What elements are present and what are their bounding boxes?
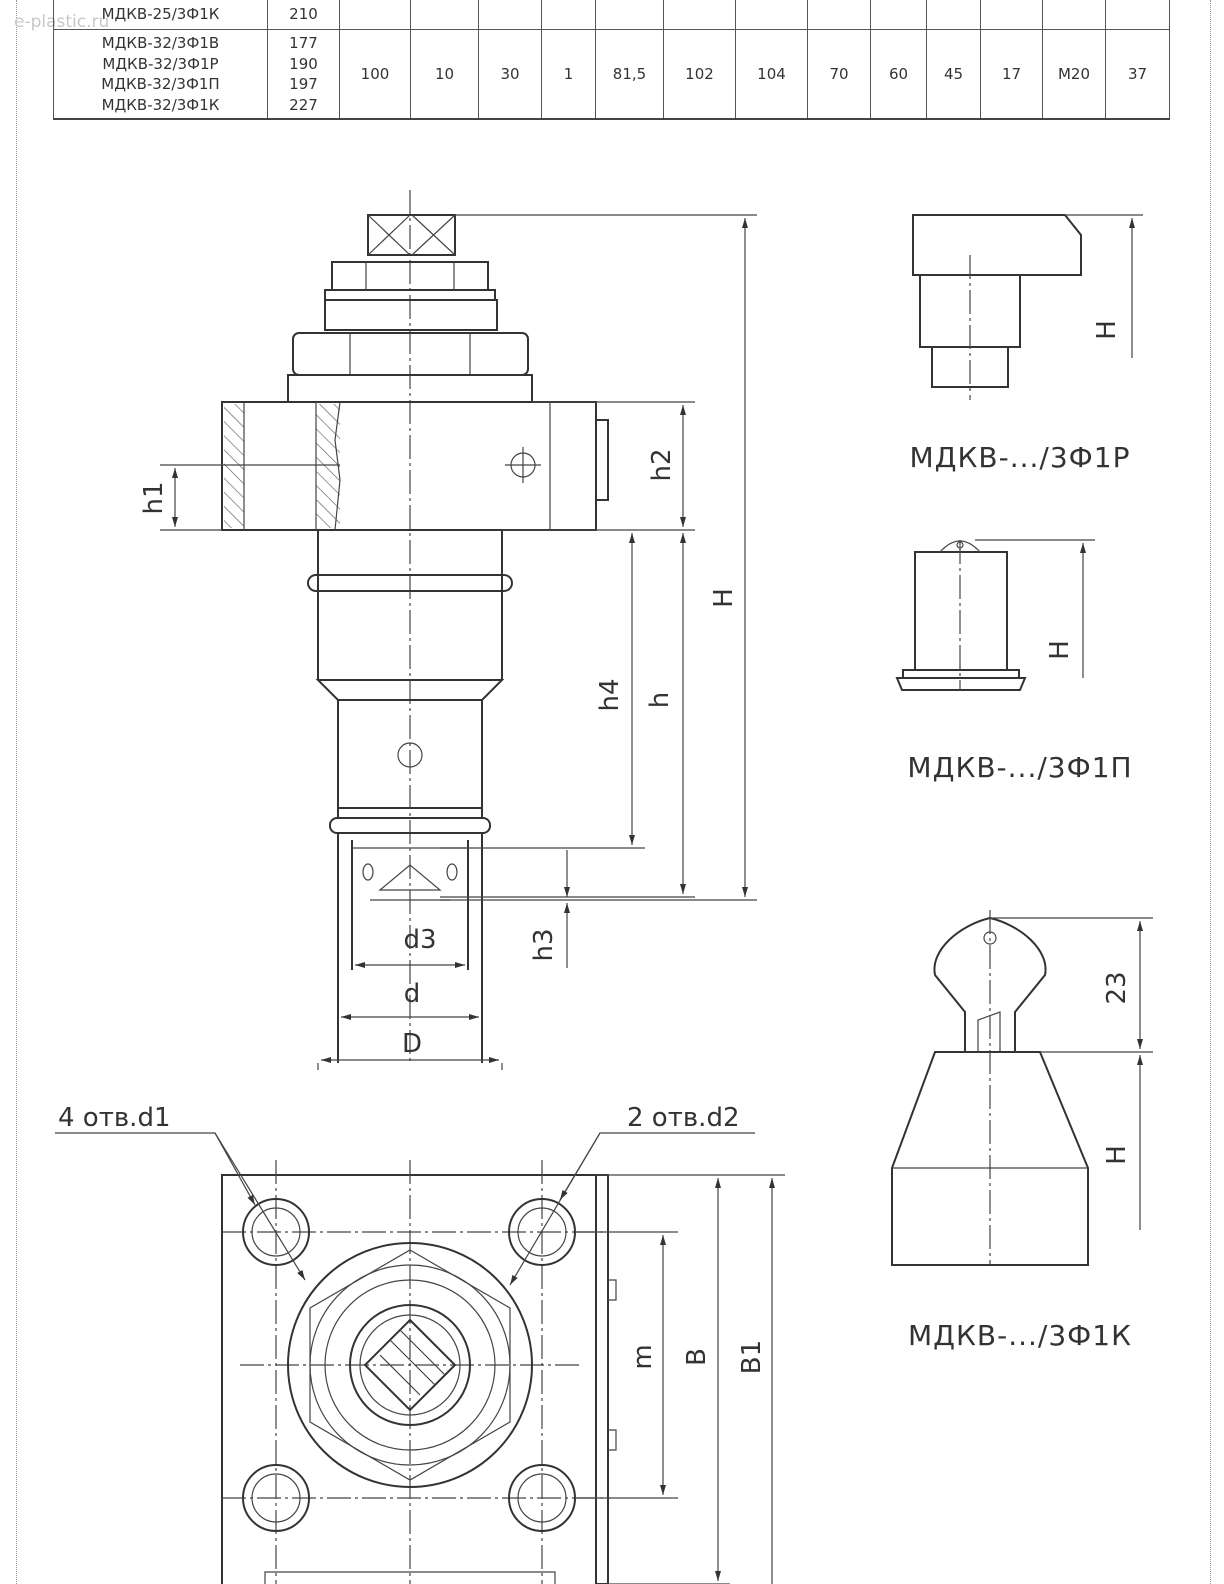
model-name: МДКВ-32/3Ф1В [101, 34, 220, 52]
mass-cell: 210 [267, 0, 340, 30]
table-row: МДКВ-25/3Ф1К 210 [53, 0, 1170, 30]
variant-p-caption: МДКВ-.../3Ф1П [907, 751, 1132, 784]
variant-k-caption: МДКВ-.../3Ф1К [908, 1319, 1132, 1352]
table-row: МДКВ-32/3Ф1В МДКВ-32/3Ф1Р МДКВ-32/3Ф1П М… [53, 29, 1170, 120]
value-cell: М20 [1042, 29, 1106, 120]
valve-side-view [221, 190, 609, 1070]
variant-r-dim: H [1092, 320, 1122, 340]
value-cell [595, 0, 664, 30]
dim-h2-label: h2 [647, 448, 677, 481]
value-cell: 102 [663, 29, 736, 120]
variant-k-view: 23 H МДКВ-.../3Ф1К [891, 910, 1153, 1352]
holes-d2-label: 2 отв.d2 [627, 1103, 740, 1133]
value-cell: 30 [478, 29, 542, 120]
left-margin-line [16, 0, 17, 1584]
value-cell [926, 0, 981, 30]
dim-h1-label: h1 [139, 481, 169, 514]
dim-d3-label: d3 [403, 925, 436, 955]
model-name: МДКВ-32/3Ф1П [101, 75, 220, 93]
mass-value: 177 [289, 34, 318, 52]
dim-D-label: D [402, 1029, 422, 1059]
mass-value: 227 [289, 95, 318, 114]
value-cell: 60 [870, 29, 927, 120]
dim-m-label: m [628, 1344, 658, 1369]
value-cell: 70 [807, 29, 871, 120]
value-cell: 104 [735, 29, 808, 120]
model-cell: МДКВ-25/3Ф1К [53, 0, 268, 30]
spec-table: МДКВ-25/3Ф1К 210 МДКВ-32/3Ф1В МДКВ-32/3Ф… [53, 0, 1170, 120]
dimensions: H h2 h h4 h1 h3 d3 d D [139, 214, 757, 1063]
mass-value: 190 [289, 54, 318, 73]
variant-r-caption: МДКВ-.../3Ф1Р [910, 441, 1131, 474]
value-cell: 1 [541, 29, 596, 120]
model-cell: МДКВ-32/3Ф1В МДКВ-32/3Ф1Р МДКВ-32/3Ф1П М… [53, 29, 268, 120]
dim-h-label: h [645, 692, 675, 708]
holes-d1-label: 4 отв.d1 [58, 1103, 171, 1133]
value-cell: 45 [926, 29, 981, 120]
value-cell [410, 0, 479, 30]
value-cell [1042, 0, 1106, 30]
dim-h4-label: h4 [595, 678, 625, 711]
valve-plan-view: 4 отв.d1 2 отв.d2 m B B1 [55, 1103, 785, 1584]
model-name: МДКВ-32/3Ф1К [101, 95, 220, 114]
value-cell [541, 0, 596, 30]
value-cell [1105, 0, 1170, 30]
dim-h3-label: h3 [529, 928, 559, 961]
model-name: МДКВ-32/3Ф1Р [102, 54, 219, 73]
variant-k-dim: H [1102, 1145, 1132, 1165]
variant-p-view: H МДКВ-.../3Ф1П [895, 539, 1132, 784]
variant-p-dim: H [1045, 640, 1075, 660]
value-cell [807, 0, 871, 30]
right-margin-line [1210, 0, 1211, 1584]
value-cell [663, 0, 736, 30]
value-cell: 37 [1105, 29, 1170, 120]
value-cell: 10 [410, 29, 479, 120]
dim-d-label: d [404, 979, 421, 1009]
dim-B1-label: B1 [737, 1340, 767, 1374]
value-cell: 100 [339, 29, 411, 120]
mass-cell: 177 190 197 227 [267, 29, 340, 120]
dim-H-label: H [709, 588, 739, 608]
variant-r-view: H МДКВ-.../3Ф1Р [910, 214, 1143, 474]
mass-value: 197 [289, 75, 318, 93]
value-cell [980, 0, 1043, 30]
variant-k-dim-23: 23 [1102, 971, 1132, 1004]
dim-B-label: B [682, 1348, 712, 1366]
